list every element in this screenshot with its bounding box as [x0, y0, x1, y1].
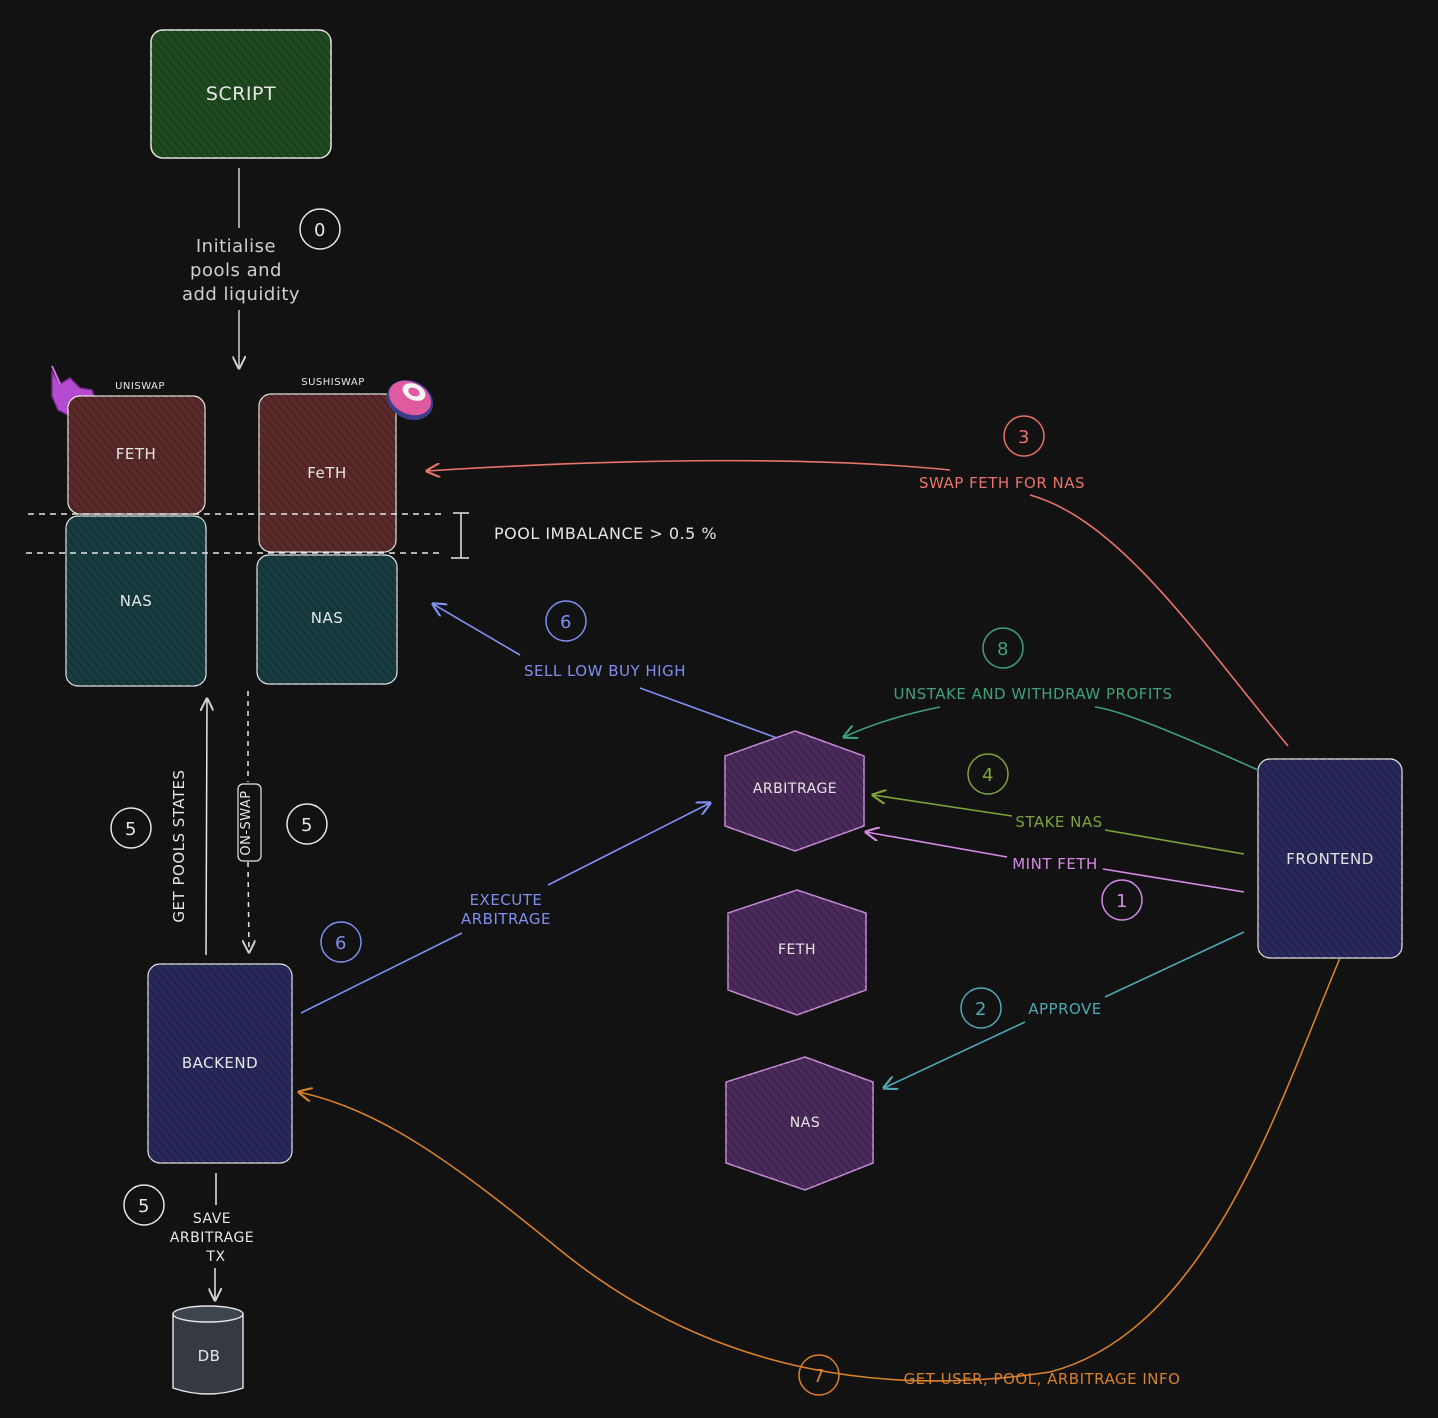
uniswap-nas-pool: NAS: [65, 515, 207, 687]
svg-text:BACKEND: BACKEND: [182, 1054, 258, 1072]
step-3-badge: 3: [1003, 415, 1045, 457]
step-6-badge-top: 6: [545, 600, 587, 642]
on-swap-tag: [237, 783, 262, 862]
svg-text:ARBITRAGE: ARBITRAGE: [753, 781, 837, 797]
svg-text:5: 5: [125, 819, 137, 840]
step-6-badge-bottom: 6: [320, 921, 362, 963]
pool-imbalance-label: POOL IMBALANCE > 0.5 %: [494, 524, 717, 543]
step-4-badge: 4: [967, 753, 1009, 795]
script-node: SCRIPT: [150, 29, 332, 159]
sell-low-label: SELL LOW BUY HIGH: [524, 662, 686, 680]
svg-text:FRONTEND: FRONTEND: [1286, 850, 1374, 868]
save-label-1: SAVE: [193, 1211, 231, 1227]
save-label-2: ARBITRAGE: [170, 1230, 254, 1246]
get-pools-states-label: GET POOLS STATES: [170, 769, 188, 922]
sushiswap-logo-icon: [386, 380, 434, 420]
step-8-badge: 8: [982, 627, 1024, 669]
step-5-badge-left: 5: [110, 807, 152, 849]
svg-text:FeTH: FeTH: [307, 464, 346, 482]
sushiswap-label: SUSHISWAP: [301, 377, 365, 388]
svg-text:3: 3: [1018, 427, 1030, 448]
arrow-on-swap-bottom: [248, 861, 249, 952]
script-label: SCRIPT: [206, 83, 276, 105]
arrow-unstake-withdraw: [844, 706, 1259, 771]
svg-text:NAS: NAS: [120, 592, 153, 610]
svg-text:NAS: NAS: [311, 609, 344, 627]
db-node: DB: [172, 1305, 244, 1395]
arrow-swap-feth-for-nas: [427, 461, 1289, 747]
arrow-get-pools-states: [206, 699, 207, 956]
svg-text:1: 1: [1116, 891, 1128, 912]
approve-label: APPROVE: [1028, 1000, 1102, 1018]
arrow-stake-nas: [873, 795, 1245, 855]
nas-contract: NAS: [725, 1056, 874, 1191]
sushiswap-feth-pool: FeTH: [258, 393, 397, 553]
save-label-3: TX: [205, 1249, 225, 1265]
imbalance-bracket: [451, 512, 469, 559]
arrow-get-user-info: [299, 957, 1341, 1382]
svg-text:4: 4: [982, 765, 994, 786]
init-label-1: Initialise: [196, 236, 276, 257]
svg-text:FETH: FETH: [116, 445, 157, 463]
on-swap-label: ON-SWAP: [239, 790, 254, 855]
swap-feth-label: SWAP FETH FOR NAS: [919, 474, 1085, 492]
step-5-badge-right: 5: [286, 803, 328, 845]
frontend-node: FRONTEND: [1257, 758, 1403, 959]
svg-text:6: 6: [560, 612, 572, 633]
svg-text:7: 7: [813, 1366, 825, 1387]
step-0-badge: 0: [299, 208, 341, 250]
svg-text:5: 5: [301, 815, 313, 836]
uniswap-feth-pool: FETH: [67, 395, 206, 515]
sushiswap-nas-pool: NAS: [256, 554, 398, 685]
init-label-2: pools and: [190, 260, 282, 281]
svg-text:6: 6: [335, 933, 347, 954]
get-user-info-label: GET USER, POOL, ARBITRAGE INFO: [904, 1370, 1181, 1388]
init-label-3: add liquidity: [182, 284, 300, 305]
execute-label-2: ARBITRAGE: [461, 910, 551, 928]
unstake-label: UNSTAKE AND WITHDRAW PROFITS: [894, 685, 1173, 703]
arrow-mint-feth: [866, 832, 1245, 893]
svg-text:8: 8: [997, 639, 1009, 660]
arrow-approve: [884, 931, 1245, 1088]
arrow-execute-arbitrage: [300, 803, 710, 1014]
svg-text:2: 2: [975, 999, 987, 1020]
execute-label-1: EXECUTE: [470, 891, 543, 909]
arrow-sell-low-buy-high: [433, 604, 778, 739]
arbitrage-contract: ARBITRAGE: [724, 730, 865, 852]
stake-nas-label: STAKE NAS: [1015, 813, 1102, 831]
backend-node: BACKEND: [147, 963, 293, 1164]
uniswap-label: UNISWAP: [115, 381, 165, 392]
svg-text:0: 0: [314, 220, 326, 241]
svg-text:FETH: FETH: [778, 942, 816, 958]
step-7-badge: 7: [798, 1354, 840, 1396]
feth-contract: FETH: [727, 889, 867, 1016]
svg-text:NAS: NAS: [790, 1115, 820, 1131]
mint-feth-label: MINT FETH: [1012, 855, 1098, 873]
step-2-badge: 2: [960, 987, 1002, 1029]
svg-text:5: 5: [138, 1196, 150, 1217]
svg-text:DB: DB: [198, 1347, 221, 1365]
step-5-badge-bottom: 5: [123, 1184, 165, 1226]
step-1-badge: 1: [1101, 879, 1143, 921]
